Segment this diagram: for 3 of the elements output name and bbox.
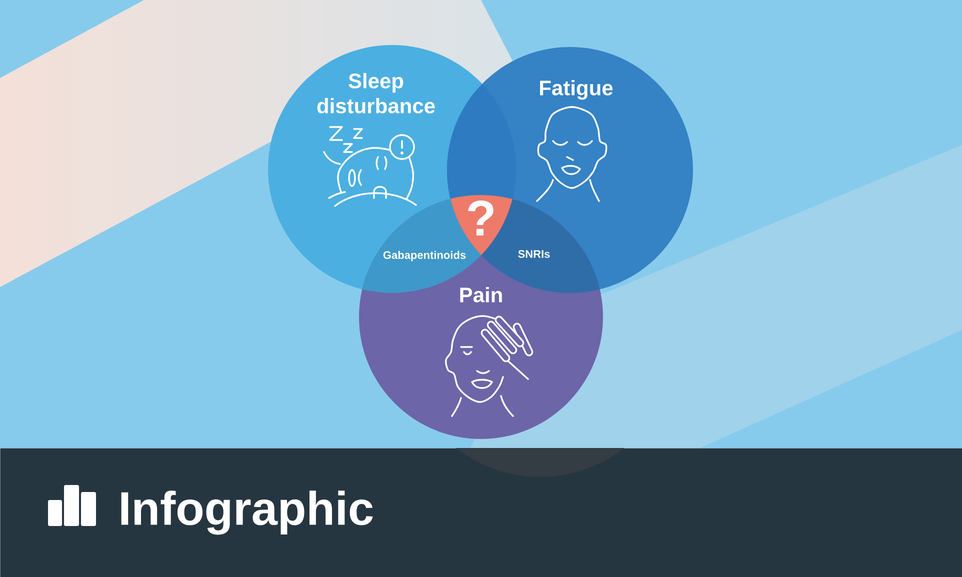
- question-region: ?: [468, 200, 494, 236]
- region-label: SNRIs: [518, 250, 550, 258]
- banner: Infographic: [0, 448, 962, 577]
